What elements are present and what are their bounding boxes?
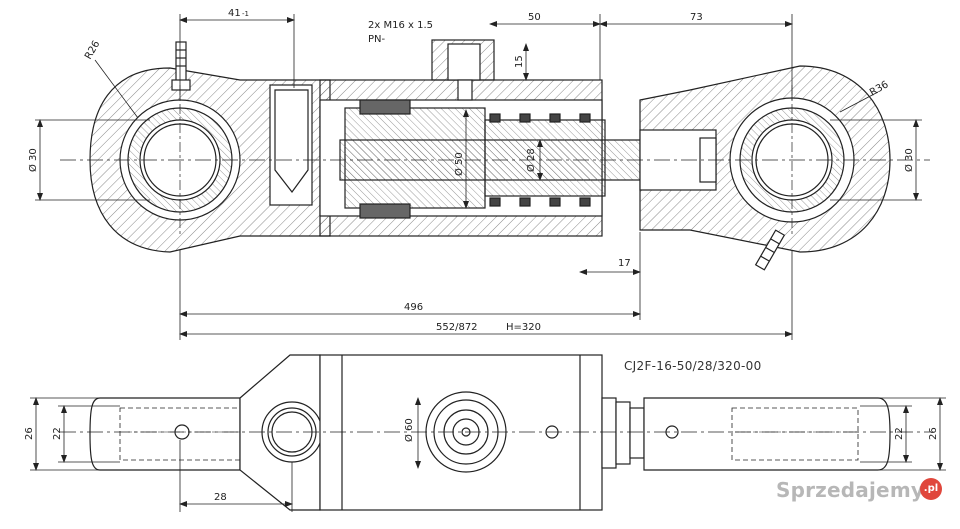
dia-bore: Ø 50 xyxy=(453,152,465,176)
dia-rod: Ø 28 xyxy=(525,148,537,172)
grease-nipple-right xyxy=(754,229,786,271)
seal-bottom xyxy=(359,203,411,219)
bottom-dimensions xyxy=(30,397,946,512)
seal-top xyxy=(359,99,411,115)
dia-tube: Ø 60 xyxy=(403,418,415,442)
model-code: CJ2F-16-50/28/320-00 xyxy=(624,359,762,373)
dim-41-tol: -1 xyxy=(242,10,249,18)
radius-right: R36 xyxy=(868,79,891,98)
port-thread-label: 2x M16 x 1.5 xyxy=(368,20,433,31)
dim-28: 28 xyxy=(214,492,227,503)
watermark-text: Sprzedajemy xyxy=(776,478,925,502)
gland-plan xyxy=(601,397,617,469)
dim-26-left: 26 xyxy=(24,427,35,440)
right-eye-plan xyxy=(643,397,891,471)
dim-26-right: 26 xyxy=(928,427,939,440)
dim-22-right: 22 xyxy=(894,427,905,440)
top-dimensions xyxy=(35,14,922,340)
bottom-plan-view xyxy=(60,354,930,511)
stroke-label: H=320 xyxy=(506,322,541,333)
dim-41: 41 xyxy=(228,8,241,19)
dim-50: 50 xyxy=(528,12,541,23)
left-clevis-plan xyxy=(89,397,241,471)
dim-15: 15 xyxy=(514,55,525,68)
radius-left: R26 xyxy=(83,39,102,62)
dim-17: 17 xyxy=(618,258,631,269)
grease-nipple-left xyxy=(171,41,191,91)
dia-left-pin: Ø 30 xyxy=(27,148,39,172)
dia-right-pin: Ø 30 xyxy=(903,148,915,172)
watermark-logo: .pl xyxy=(920,478,942,500)
port-top xyxy=(431,39,495,101)
top-section-view xyxy=(60,39,930,271)
dim-22-left: 22 xyxy=(52,427,63,440)
dim-73: 73 xyxy=(690,12,703,23)
dim-496: 496 xyxy=(404,302,423,313)
pressure-label: PN- xyxy=(368,34,386,45)
dim-total: 552/872 xyxy=(436,322,478,333)
